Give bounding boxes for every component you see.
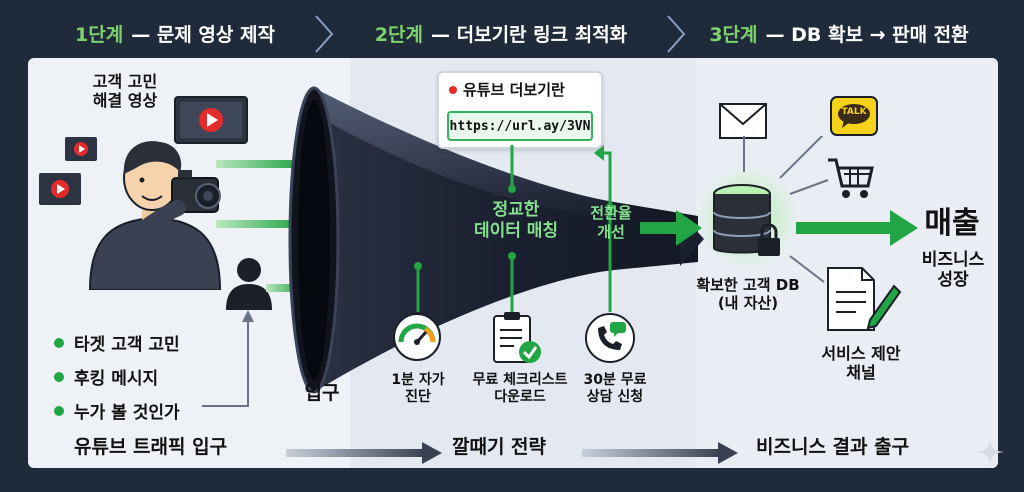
- revenue-arrow: [796, 210, 918, 246]
- header-separator-chevron-icon: [667, 15, 686, 53]
- step-1-number: 1단계: [75, 23, 124, 46]
- header-separator-chevron-icon: [315, 15, 334, 53]
- bullet-hook: 후킹 메시지: [54, 364, 158, 389]
- video-creator-with-camera-icon: [88, 141, 222, 290]
- audience-connector-arrow: [202, 310, 254, 407]
- revenue-label: 매출: [924, 206, 980, 241]
- growth-line-1: 비즈니스: [921, 250, 985, 270]
- step-2-number: 2단계: [374, 23, 423, 46]
- shopping-cart-icon: [828, 158, 874, 198]
- clipboard-check-icon: [493, 312, 541, 363]
- sparkle-icon: [976, 438, 1004, 466]
- step-1-header: 1단계 — 문제 영상 제작: [40, 14, 310, 52]
- step-2-title: — 더보기란 링크 최적화: [431, 23, 628, 46]
- talk-badge-text: TALK: [841, 107, 867, 117]
- tool-label-line: 다운로드: [494, 388, 546, 405]
- bullet-text: 타겟 고객 고민: [74, 335, 180, 355]
- tool-label-line: 무료 체크리스트: [472, 372, 568, 388]
- video-thumbnail-small-icon: [65, 137, 97, 161]
- bottom-label-entry: 유튜브 트래픽 입구: [74, 436, 228, 458]
- funnel-output-arrow: [640, 210, 702, 246]
- step-3-title: — DB 확보 → 판매 전환: [765, 23, 969, 46]
- audience-person-icon: [226, 258, 272, 310]
- funnel-text-line-2: 개선: [597, 222, 625, 241]
- tool-label-line: 1분 자가: [391, 372, 445, 388]
- step-3-number: 3단계: [709, 23, 758, 46]
- funnel-text-conversion: 전환율 개선: [576, 204, 646, 242]
- bullet-dot: [54, 405, 64, 416]
- bottom-label-exit: 비즈니스 결과 출구: [756, 436, 910, 458]
- channel-line-2: 채널: [846, 363, 876, 383]
- funnel-text-line-1: 전환율: [590, 204, 632, 222]
- youtube-description-card: 유튜브 더보기란 https://url.ay/3VN: [437, 71, 603, 149]
- kakao-talk-icon: TALK: [830, 96, 878, 136]
- video-label: 고객 고민 해결 영상: [70, 72, 180, 110]
- db-connector-lines: [743, 136, 829, 283]
- email-envelope-icon: [719, 103, 767, 139]
- tool-label-consultation: 30분 무료 상담 신청: [570, 372, 660, 406]
- bullet-text: 누가 볼 것인가: [74, 403, 180, 423]
- bullet-target: 타겟 고객 고민: [54, 330, 180, 355]
- video-label-line-1: 고객 고민: [92, 72, 158, 91]
- bullet-dot: [54, 371, 64, 382]
- db-label-line-2: (내 자산): [717, 294, 779, 312]
- db-label-line-1: 확보한 고객 DB: [696, 276, 800, 294]
- step-1-title: — 문제 영상 제작: [131, 23, 275, 46]
- tool-label-line: 진단: [405, 388, 431, 405]
- db-label: 확보한 고객 DB (내 자산): [668, 276, 828, 312]
- phone-chat-icon: [585, 313, 635, 363]
- step-2-header: 2단계 — 더보기란 링크 최적화: [336, 14, 666, 52]
- step-3-header: 3단계 — DB 확보 → 판매 전환: [684, 14, 994, 52]
- bottom-arrow-1: [286, 442, 442, 464]
- growth-line-2: 성장: [937, 270, 969, 291]
- tool-connector-lines: [414, 250, 612, 312]
- bullet-dot: [54, 337, 64, 348]
- tool-label-self-check: 1분 자가 진단: [376, 372, 460, 406]
- youtube-dot-icon: [449, 85, 457, 94]
- bullet-audience: 누가 볼 것인가: [54, 398, 180, 423]
- tool-label-checklist: 무료 체크리스트 다운로드: [458, 372, 582, 406]
- tool-label-line: 상담 신청: [586, 388, 644, 405]
- funnel-text-data-matching: 정교한 데이터 매칭: [460, 200, 572, 243]
- tool-label-line: 30분 무료: [583, 372, 647, 388]
- youtube-description-title: 유튜브 더보기란: [449, 79, 565, 100]
- service-channel-label: 서비스 제안 채널: [796, 344, 926, 382]
- proposal-document-icon: [827, 267, 902, 331]
- business-growth-label: 비즈니스 성장: [908, 250, 998, 291]
- customer-database-icon: [695, 168, 799, 270]
- video-thumbnail-small-icon: [39, 173, 81, 205]
- channel-line-1: 서비스 제안: [821, 344, 901, 363]
- bullet-text: 후킹 메시지: [74, 369, 159, 389]
- link-connector-lines: [508, 145, 614, 295]
- bottom-arrow-2: [582, 442, 738, 464]
- funnel-text-line-1: 정교한: [492, 200, 540, 220]
- bottom-label-middle: 깔때기 전략: [452, 436, 547, 458]
- video-label-line-2: 해결 영상: [92, 91, 158, 111]
- youtube-title-text: 유튜브 더보기란: [463, 81, 565, 99]
- short-url-link[interactable]: https://url.ay/3VN: [447, 111, 593, 141]
- video-thumbnail-icon: [174, 96, 248, 144]
- gauge-icon: [393, 313, 441, 361]
- funnel-text-line-2: 데이터 매칭: [473, 221, 559, 242]
- entrance-label: 입구: [304, 382, 340, 404]
